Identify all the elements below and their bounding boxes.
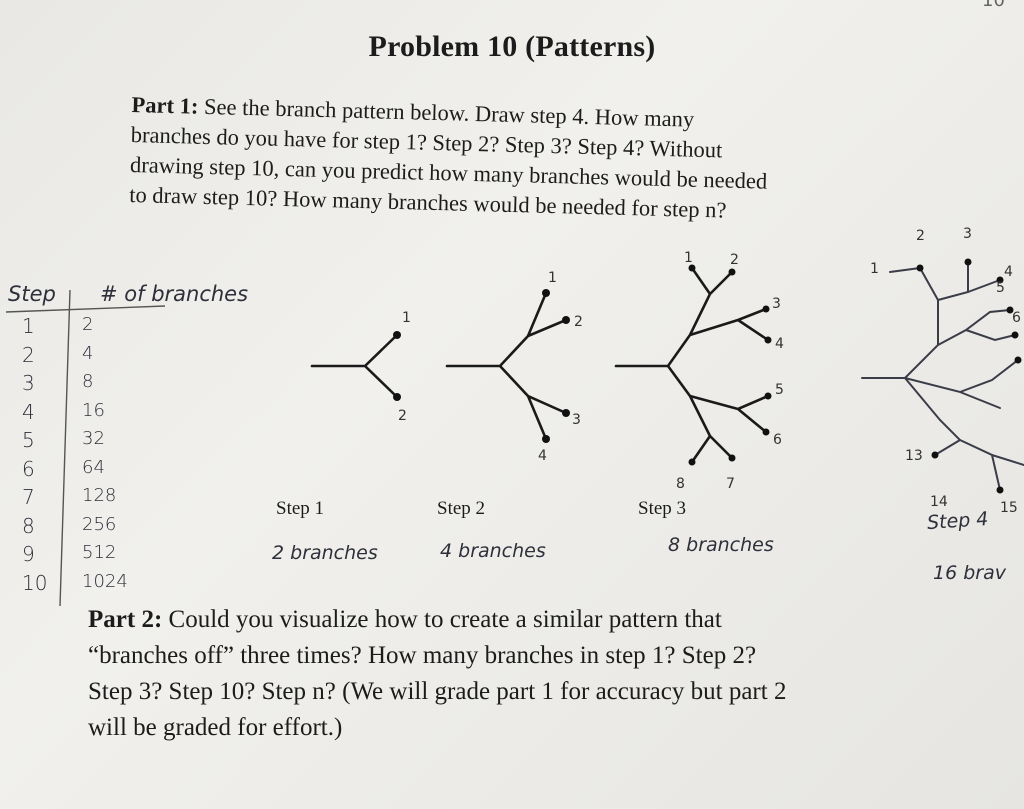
step4-note: 16 brav — [933, 562, 1006, 584]
svg-text:3: 3 — [963, 226, 972, 242]
table-header-branches: # of branches — [100, 282, 249, 306]
svg-text:4: 4 — [775, 336, 784, 352]
table-cell-branches: 64 — [82, 456, 105, 478]
svg-text:6: 6 — [773, 432, 782, 448]
table-cell-step: 3 — [22, 371, 35, 395]
table-header-step: Step — [8, 282, 56, 306]
part2-line-2: “branches off” three times? How many bra… — [88, 642, 757, 669]
svg-text:4: 4 — [538, 448, 547, 464]
step4-tree — [861, 258, 1024, 494]
step3-label: Step 3 — [638, 498, 687, 519]
table-lines — [5, 289, 166, 607]
step2-tree — [445, 289, 570, 443]
svg-text:1: 1 — [548, 270, 557, 286]
step3-tree — [614, 264, 772, 466]
svg-text:13: 13 — [905, 448, 923, 464]
part2-line-1: Part 2: Could you visualize how to creat… — [88, 602, 988, 638]
part2-line-3: Step 3? Step 10? Step n? (We will grade … — [88, 678, 787, 705]
step1-tree — [310, 331, 401, 401]
svg-text:1: 1 — [402, 310, 411, 326]
table-cell-branches: 4 — [82, 342, 94, 364]
svg-text:6: 6 — [1012, 310, 1021, 326]
table-cell-branches: 32 — [82, 428, 105, 449]
step1-note: 2 branches — [272, 542, 378, 564]
table-cell-step: 7 — [22, 485, 35, 509]
part2-text: Part 2: Could you visualize how to creat… — [88, 602, 988, 746]
table-row: 9 512 — [0, 542, 160, 569]
table-row: 10 1024 — [0, 571, 160, 598]
svg-text:1: 1 — [684, 250, 693, 266]
table-row: 6 64 — [0, 457, 160, 484]
svg-text:5: 5 — [996, 280, 1005, 296]
svg-text:4: 4 — [1004, 264, 1013, 280]
step2-label: Step 2 — [437, 498, 486, 519]
table-row: 8 256 — [0, 514, 160, 541]
table-cell-step: 10 — [22, 570, 48, 595]
svg-text:2: 2 — [730, 252, 739, 268]
page-title: Problem 10 (Patterns) — [368, 30, 656, 63]
corner-mark: 10 — [982, 0, 1005, 11]
step1-label: Step 1 — [276, 498, 325, 519]
table-cell-step: 1 — [22, 314, 35, 338]
table-cell-branches: 256 — [82, 513, 117, 535]
table-cell-step: 2 — [22, 342, 35, 367]
table-cell-branches: 2 — [82, 314, 94, 335]
svg-text:1: 1 — [870, 261, 879, 277]
svg-text:15: 15 — [1000, 500, 1018, 516]
svg-text:14: 14 — [930, 494, 948, 510]
table-cell-step: 9 — [22, 542, 35, 566]
svg-text:3: 3 — [572, 412, 581, 428]
part2-line-4: will be graded for effort.) — [88, 714, 343, 741]
table-row: 7 128 — [0, 485, 160, 512]
table-cell-step: 4 — [22, 399, 35, 424]
endpoint-numbers: 1 2 1 2 3 4 1 2 3 4 5 6 8 7 1 2 3 4 5 6 … — [398, 226, 1021, 516]
table-cell-step: 6 — [22, 456, 35, 481]
table-cell-branches: 8 — [82, 371, 94, 392]
table-cell-branches: 512 — [82, 542, 117, 563]
svg-text:5: 5 — [775, 382, 784, 398]
step4-label: Step 4 — [926, 507, 990, 535]
svg-text:8: 8 — [676, 476, 685, 492]
svg-text:2: 2 — [398, 408, 407, 424]
svg-text:2: 2 — [916, 228, 925, 244]
part2-lead: Part 2: — [88, 606, 163, 633]
table-cell-branches: 16 — [82, 399, 105, 421]
svg-text:3: 3 — [772, 296, 781, 312]
table-row: 5 32 — [0, 428, 160, 455]
svg-text:2: 2 — [574, 314, 583, 330]
part2-line-1-text: Could you visualize how to create a simi… — [168, 606, 722, 633]
table-cell-step: 5 — [22, 428, 35, 452]
table-row: 4 16 — [0, 400, 160, 427]
table-cell-branches: 128 — [82, 485, 117, 506]
step3-note: 8 branches — [668, 534, 774, 556]
table-cell-branches: 1024 — [82, 570, 128, 592]
table-cell-step: 8 — [22, 513, 35, 538]
svg-text:7: 7 — [726, 476, 735, 492]
step2-note: 4 branches — [440, 540, 546, 562]
